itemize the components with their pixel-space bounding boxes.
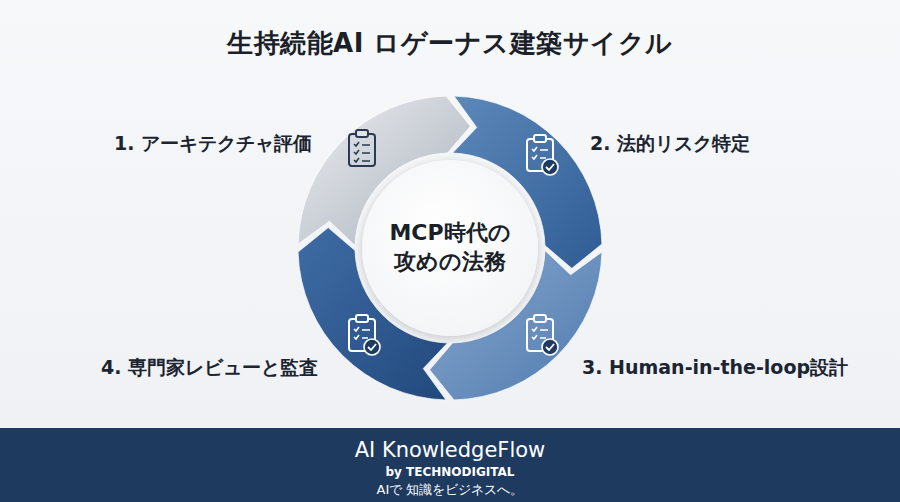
clipboard-icon bbox=[349, 130, 375, 166]
brand-name: AI KnowledgeFlow bbox=[0, 438, 900, 462]
brand-byline: by TECHNODIGITAL bbox=[0, 465, 900, 479]
center-text: MCP時代の 攻めの法務 bbox=[386, 219, 514, 276]
step-label: 1. アーキテクチャ評価 bbox=[114, 131, 312, 157]
clipboard-icon bbox=[349, 315, 380, 355]
step-label: 2. 法的リスク特定 bbox=[590, 131, 750, 157]
clipboard-icon bbox=[527, 135, 558, 175]
footer-band: AI KnowledgeFlow by TECHNODIGITAL AIで 知識をビ… bbox=[0, 428, 900, 502]
step-label: 3. Human-in-the-loop設計 bbox=[582, 355, 848, 381]
clipboard-icon bbox=[527, 315, 558, 355]
brand-tagline: AIで 知識をビジネスへ。 bbox=[0, 481, 900, 499]
diagram-title: 生持続能AI ロゲーナス建築サイクル bbox=[0, 26, 900, 61]
step-label: 4. 専門家レビューと監査 bbox=[101, 355, 318, 381]
center-circle: MCP時代の 攻めの法務 bbox=[362, 160, 538, 336]
